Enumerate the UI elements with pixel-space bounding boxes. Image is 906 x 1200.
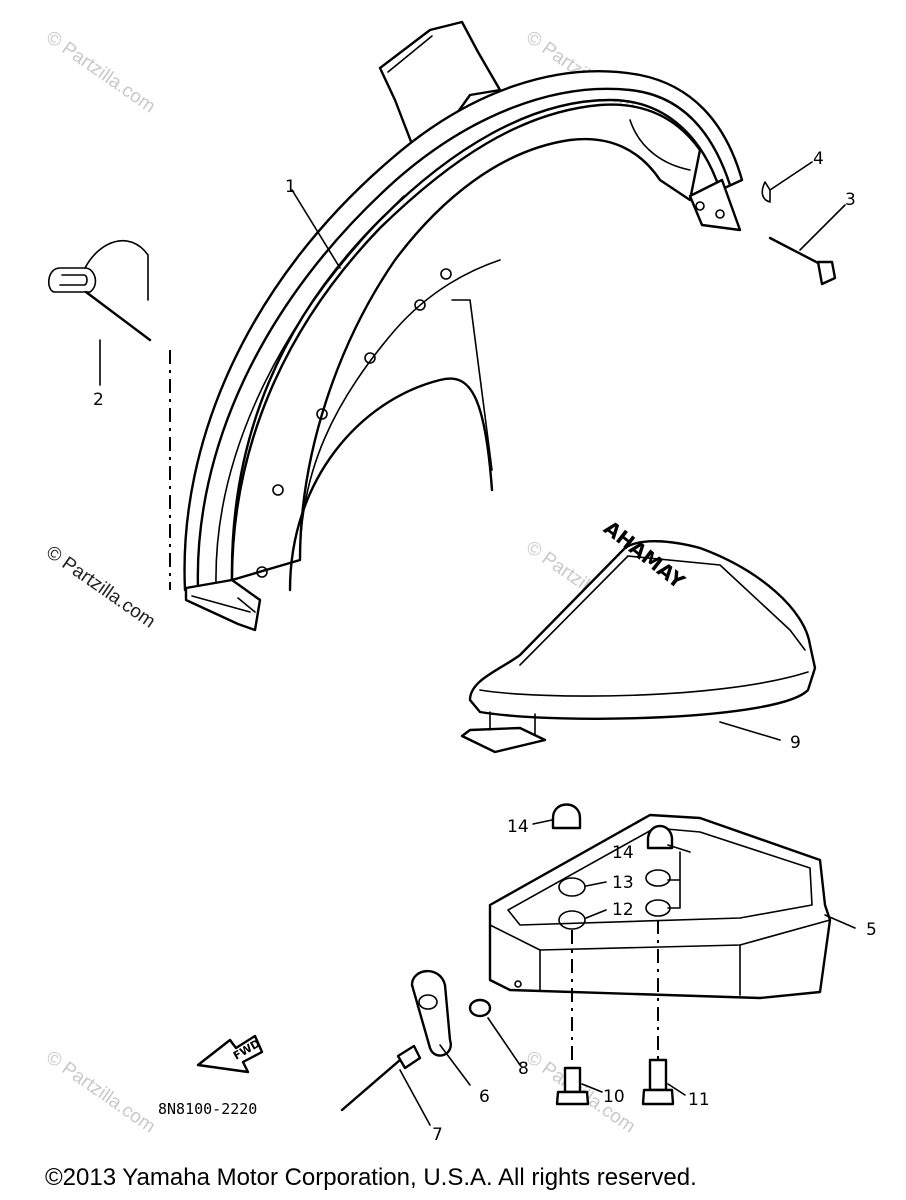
callout-5: 5 <box>866 920 877 940</box>
callout-12: 12 <box>612 900 634 920</box>
callout-9: 9 <box>790 733 801 753</box>
callout-14: 14 <box>612 843 634 863</box>
callout-3: 3 <box>845 190 856 210</box>
part-code: 8N8100-2220 <box>158 1100 257 1118</box>
callout-10: 10 <box>603 1087 625 1107</box>
leader-lines <box>99 161 856 1126</box>
part-7-pin <box>340 1044 422 1112</box>
callout-6: 6 <box>479 1087 490 1107</box>
callout-11: 11 <box>688 1090 710 1110</box>
part-8-washer <box>468 998 492 1018</box>
callout-8: 8 <box>518 1059 529 1079</box>
part-4-clip <box>761 181 771 203</box>
part-14-cap-nut <box>551 803 582 830</box>
watermark: © Partzilla.com <box>42 542 159 633</box>
part-5-battery-box <box>488 813 832 1000</box>
callout-4: 4 <box>813 149 824 169</box>
parts-10-11-bolts <box>555 920 675 1106</box>
watermark: © Partzilla.com <box>42 1047 159 1138</box>
watermark: © Partzilla.com <box>42 27 159 118</box>
part-2-pin <box>48 239 171 590</box>
part-1-fender <box>183 20 744 632</box>
callout-14: 14 <box>507 817 529 837</box>
copyright-notice: ©2013 Yamaha Motor Corporation, U.S.A. A… <box>45 1164 697 1191</box>
callout-13: 13 <box>612 873 634 893</box>
part-9-battery-cover: YAMAHA <box>460 515 817 754</box>
callout-2: 2 <box>93 390 104 410</box>
part-6-bracket <box>410 969 452 1057</box>
part-3-bolt <box>768 236 837 286</box>
fwd-arrow-icon: FWD <box>196 1034 264 1074</box>
callout-1: 1 <box>285 177 296 197</box>
callout-numbers: 1 2 3 4 5 6 7 8 9 10 11 12 13 14 14 <box>93 149 877 1145</box>
callout-7: 7 <box>432 1125 443 1145</box>
